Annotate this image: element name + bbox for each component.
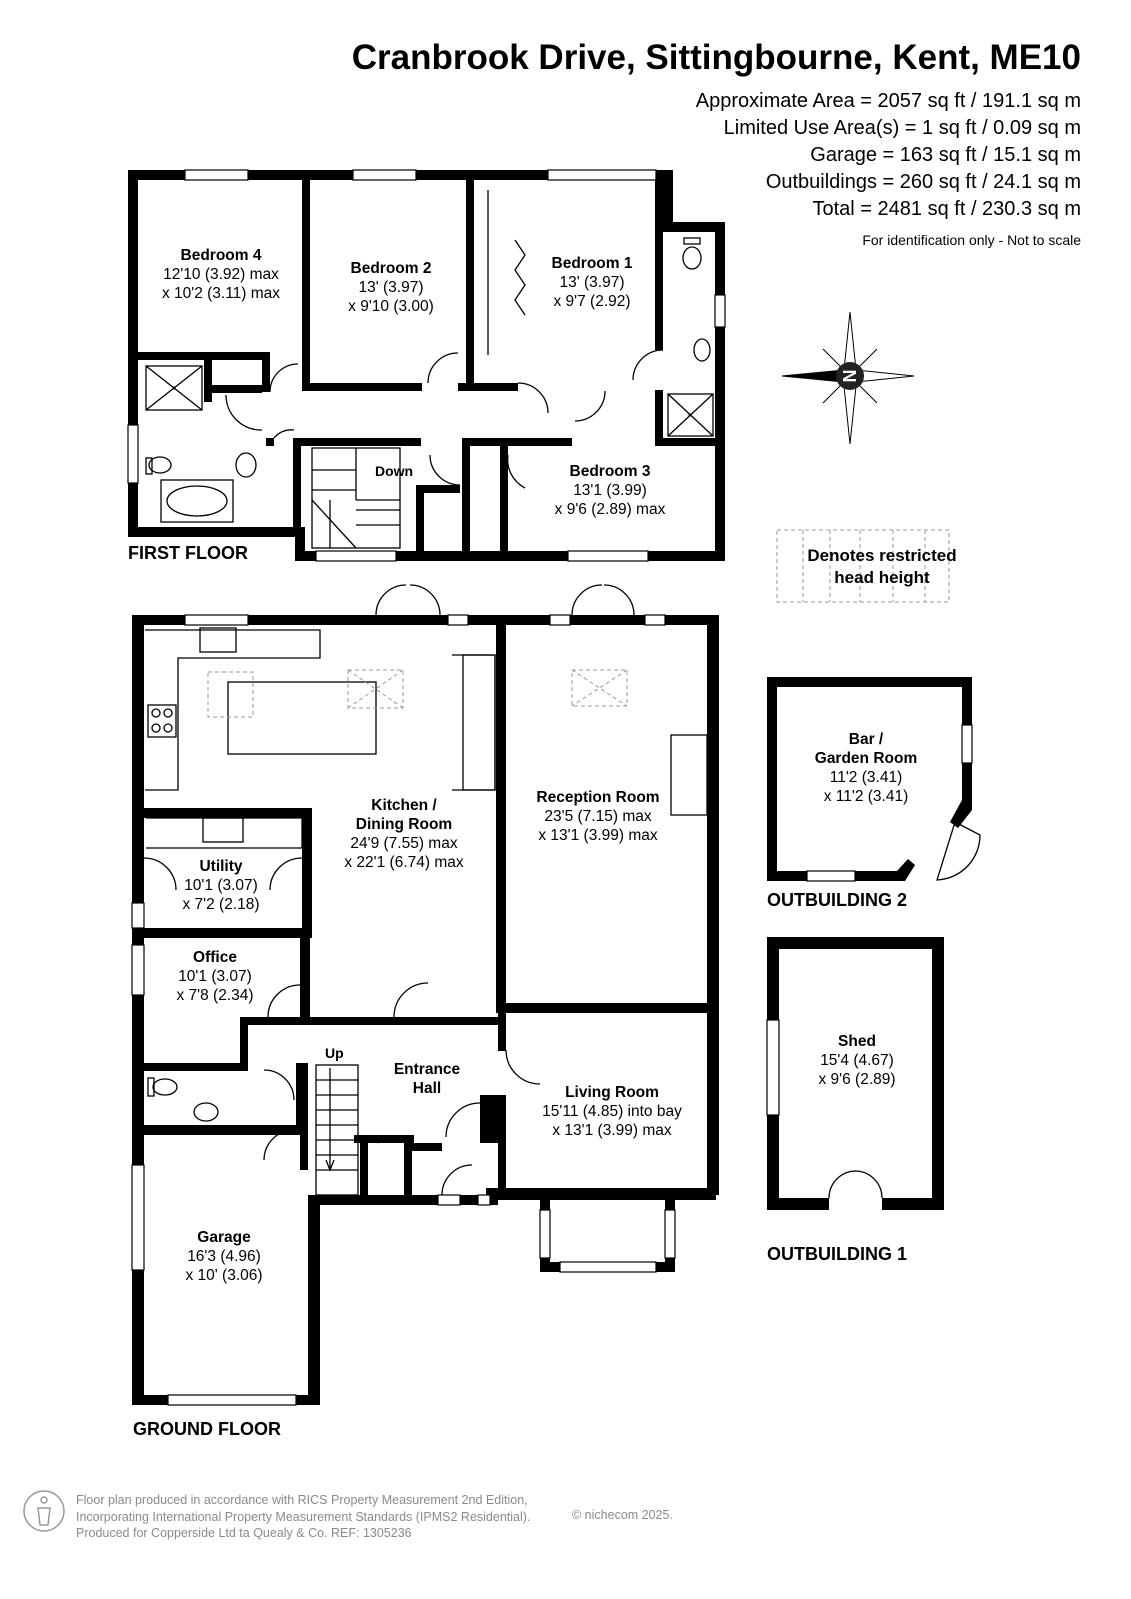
ground-floor-windows — [131, 614, 676, 1406]
ground-floor-fixtures — [143, 584, 708, 1196]
room-name: Kitchen / — [371, 797, 437, 814]
room-dim: 13' (3.97) — [358, 279, 424, 296]
room-dim: x 11'2 (3.41) — [823, 788, 909, 805]
first-floor-windows — [127, 169, 726, 562]
room-name: Bedroom 3 — [569, 463, 651, 480]
room-dim: 13'1 (3.99) — [573, 482, 647, 499]
room-office: Office 10'1 (3.07) x 7'8 (2.34) — [176, 948, 253, 1005]
room-dim: 12'10 (3.92) max — [163, 266, 279, 283]
room-shed: Shed 15'4 (4.67) x 9'6 (2.89) — [818, 1032, 895, 1089]
room-name: Office — [193, 949, 237, 966]
outbuilding-2-label: OUTBUILDING 2 — [767, 890, 908, 910]
room-dim: x 13'1 (3.99) max — [538, 827, 658, 844]
room-name: Bedroom 1 — [551, 255, 633, 272]
room-bedroom-3: Bedroom 3 13'1 (3.99) x 9'6 (2.89) max — [555, 462, 666, 519]
room-name: Garden Room — [814, 750, 918, 767]
room-dim: 23'5 (7.15) max — [544, 808, 652, 825]
outbuildings-area: Outbuildings = 260 sq ft / 24.1 sq m — [765, 171, 1081, 193]
room-dim: x 10'2 (3.11) max — [161, 285, 281, 302]
approximate-area: Approximate Area = 2057 sq ft / 191.1 sq… — [695, 90, 1081, 112]
room-kitchen-dining: Kitchen / Dining Room 24'9 (7.55) max x … — [344, 796, 463, 872]
room-name: Dining Room — [355, 816, 453, 833]
room-name: Living Room — [565, 1084, 659, 1101]
restricted-height-legend-box — [776, 529, 950, 603]
room-dim: x 7'2 (2.18) — [182, 896, 260, 913]
room-name: Reception Room — [536, 789, 660, 806]
room-living: Living Room 15'11 (4.85) into bay x 13'1… — [542, 1083, 682, 1140]
first-floor-label: FIRST FLOOR — [128, 543, 248, 563]
room-name: Bedroom 4 — [180, 247, 262, 264]
room-dim: x 7'8 (2.34) — [176, 987, 254, 1004]
ground-floor-label: GROUND FLOOR — [133, 1419, 281, 1439]
room-dim: 15'11 (4.85) into bay — [542, 1103, 682, 1120]
outbuilding-1-walls — [767, 937, 944, 1210]
identification-note: For identification only - Not to scale — [862, 232, 1081, 248]
room-dim: x 22'1 (6.74) max — [344, 854, 464, 871]
footer-text: Floor plan produced in accordance with R… — [76, 1492, 530, 1542]
total-area: Total = 2481 sq ft / 230.3 sq m — [812, 198, 1082, 220]
room-name: Hall — [412, 1080, 442, 1097]
room-dim: x 9'6 (2.89) max — [554, 501, 666, 518]
room-dim: 16'3 (4.96) — [187, 1248, 261, 1265]
room-reception: Reception Room 23'5 (7.15) max x 13'1 (3… — [536, 788, 659, 845]
room-name: Bedroom 2 — [350, 260, 432, 277]
nichecom-logo-icon — [23, 1490, 65, 1532]
room-name: Bar / — [848, 731, 884, 748]
footer-line-3: Produced for Copperside Ltd ta Quealy & … — [76, 1526, 412, 1540]
room-dim: x 9'6 (2.89) — [818, 1071, 896, 1088]
room-dim: 15'4 (4.67) — [820, 1052, 894, 1069]
room-entrance-hall: Entrance Hall — [394, 1060, 460, 1098]
outbuilding-1-door — [828, 1170, 883, 1199]
compass-icon — [781, 311, 915, 445]
room-name: Utility — [199, 858, 243, 875]
stairs-up-label: Up — [325, 1045, 344, 1061]
footer-copyright: © nichecom 2025. — [572, 1508, 673, 1522]
room-name: Garage — [197, 1229, 251, 1246]
room-dim: x 13'1 (3.99) max — [552, 1122, 672, 1139]
first-floor-fixtures — [145, 190, 714, 549]
room-dim: 10'1 (3.07) — [178, 968, 252, 985]
page-title: Cranbrook Drive, Sittingbourne, Kent, ME… — [351, 38, 1081, 77]
restricted-height-legend: Denotes restricted head height — [793, 545, 971, 589]
room-name: Entrance — [393, 1061, 461, 1078]
room-dim: x 10' (3.06) — [185, 1267, 263, 1284]
first-floor-mini-icons — [172, 386, 692, 417]
room-dim: 24'9 (7.55) max — [350, 835, 458, 852]
room-dim: x 9'7 (2.92) — [553, 293, 631, 310]
garage-area: Garage = 163 sq ft / 15.1 sq m — [810, 144, 1081, 166]
room-dim: 10'1 (3.07) — [184, 877, 258, 894]
footer-line-2: Incorporating International Property Mea… — [76, 1509, 531, 1524]
outbuilding-1-windows — [766, 1019, 780, 1116]
outbuilding-2-door — [936, 821, 981, 881]
room-garage: Garage 16'3 (4.96) x 10' (3.06) — [185, 1228, 262, 1285]
stairs-down-label: Down — [375, 463, 414, 479]
ground-floor-walls — [132, 615, 719, 1405]
room-bedroom-2: Bedroom 2 13' (3.97) x 9'10 (3.00) — [348, 259, 434, 316]
footer-line-1: Floor plan produced in accordance with R… — [76, 1493, 528, 1507]
limited-use-area: Limited Use Area(s) = 1 sq ft / 0.09 sq … — [723, 117, 1081, 139]
legend-line-1: Denotes restricted — [807, 546, 957, 565]
room-dim: x 9'10 (3.00) — [348, 298, 434, 315]
outbuilding-1-label: OUTBUILDING 1 — [767, 1244, 908, 1264]
room-bedroom-1: Bedroom 1 13' (3.97) x 9'7 (2.92) — [552, 254, 633, 311]
room-utility: Utility 10'1 (3.07) x 7'2 (2.18) — [182, 857, 259, 914]
room-dim: 13' (3.97) — [559, 274, 625, 291]
room-bar-garden-room: Bar / Garden Room 11'2 (3.41) x 11'2 (3.… — [815, 730, 917, 806]
room-dim: 11'2 (3.41) — [829, 769, 903, 786]
room-name: Shed — [838, 1033, 876, 1050]
room-bedroom-4: Bedroom 4 12'10 (3.92) max x 10'2 (3.11)… — [162, 246, 280, 303]
outbuilding-2-windows — [806, 724, 973, 882]
compass-north-label: N — [836, 362, 864, 390]
legend-line-2: head height — [834, 568, 930, 587]
